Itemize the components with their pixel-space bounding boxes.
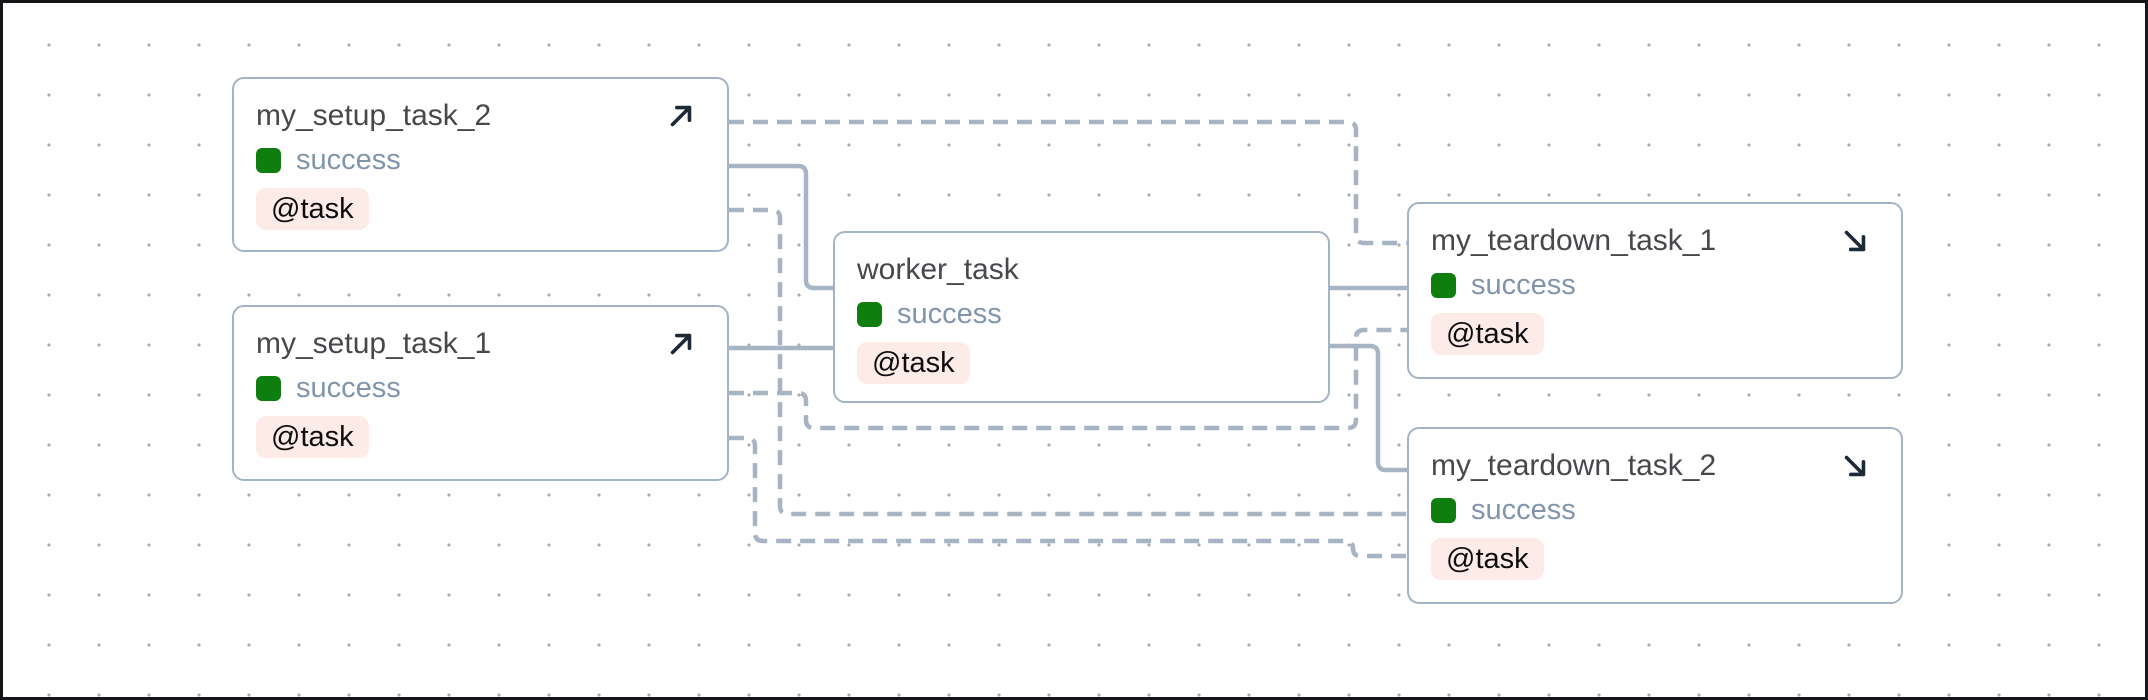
- task-status: success: [857, 295, 1308, 333]
- edge-my_setup_task_2-to-my_teardown_task_1: [729, 119, 1407, 246]
- task-decorator-badge: @task: [857, 342, 970, 384]
- edge-worker_task-to-my_teardown_task_2: [1329, 343, 1407, 473]
- success-status-icon: [256, 375, 281, 401]
- task-status: success: [256, 369, 707, 407]
- task-name: worker_task: [857, 253, 1019, 286]
- task-node-my_teardown_task_1[interactable]: my_teardown_task_1 success @task: [1407, 202, 1903, 379]
- success-status-icon: [1431, 272, 1456, 298]
- status-label: success: [296, 371, 401, 404]
- task-decorator-badge: @task: [256, 416, 369, 458]
- task-decorator-badge: @task: [1431, 313, 1544, 355]
- task-status: success: [1431, 491, 1881, 529]
- task-node-my_setup_task_2[interactable]: my_setup_task_2 success @task: [232, 77, 729, 252]
- edge-my_setup_task_1-to-my_teardown_task_1: [729, 327, 1407, 431]
- task-name: my_setup_task_1: [256, 327, 492, 360]
- arrow-up-right-icon: [663, 98, 699, 134]
- success-status-icon: [857, 301, 882, 327]
- status-label: success: [296, 143, 401, 176]
- task-node-my_setup_task_1[interactable]: my_setup_task_1 success @task: [232, 305, 729, 481]
- task-name: my_teardown_task_2: [1431, 449, 1717, 482]
- task-decorator-badge: @task: [1431, 538, 1544, 580]
- arrow-down-right-icon: [1837, 223, 1873, 259]
- edge-my_setup_task_2-to-my_teardown_task_2: [729, 207, 1407, 517]
- task-node-my_teardown_task_2[interactable]: my_teardown_task_2 success @task: [1407, 427, 1903, 604]
- edge-my_setup_task_1-to-my_teardown_task_2: [729, 435, 1407, 559]
- status-label: success: [897, 297, 1002, 330]
- status-label: success: [1471, 268, 1576, 301]
- edge-my_setup_task_2-to-worker_task: [729, 163, 834, 291]
- status-label: success: [1471, 493, 1576, 526]
- success-status-icon: [1431, 497, 1456, 523]
- arrow-down-right-icon: [1837, 448, 1873, 484]
- success-status-icon: [256, 147, 281, 173]
- task-decorator-badge: @task: [256, 188, 369, 230]
- arrow-up-right-icon: [663, 326, 699, 362]
- task-name: my_setup_task_2: [256, 99, 492, 132]
- task-node-worker_task[interactable]: worker_task success @task: [833, 231, 1330, 403]
- task-status: success: [1431, 266, 1881, 304]
- task-name: my_teardown_task_1: [1431, 224, 1717, 257]
- task-status: success: [256, 141, 707, 179]
